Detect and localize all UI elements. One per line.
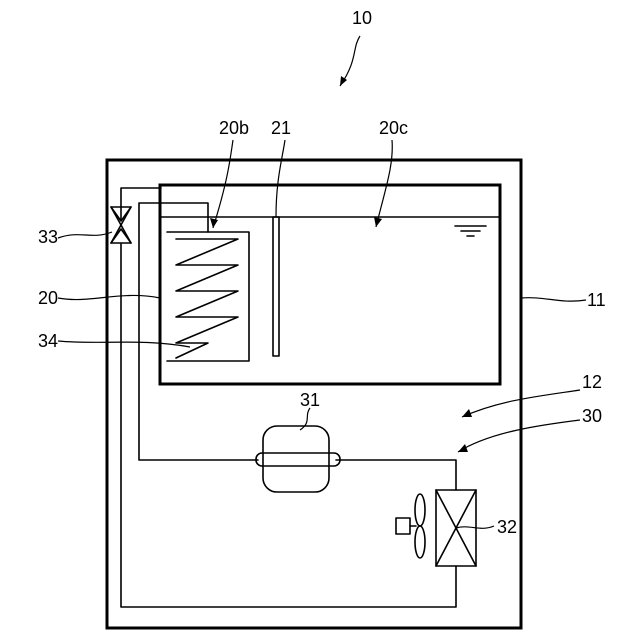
label-tank: 20: [38, 288, 58, 308]
label-refrigeration-circuit: 30: [582, 406, 602, 426]
label-partition: 21: [271, 118, 291, 138]
label-heat-exchange-tank: 20b: [219, 118, 249, 138]
label-compressor: 31: [300, 390, 320, 410]
label-water-tank: 20c: [379, 118, 408, 138]
label-condenser: 32: [497, 517, 517, 537]
water-level-symbol: [455, 226, 486, 236]
label-expansion-valve: 33: [38, 227, 58, 247]
tank-outline: [160, 185, 500, 384]
label-machine-room: 12: [582, 372, 602, 392]
label-system: 10: [352, 8, 372, 28]
condenser-fan: [396, 494, 425, 558]
label-evaporator-coil: 34: [38, 331, 58, 351]
partition-plate: [273, 217, 279, 356]
refrigerant-pipe-outer: [121, 188, 456, 607]
label-cabinet: 11: [587, 290, 606, 310]
evaporator-coil: [176, 239, 238, 358]
compressor: [256, 426, 340, 492]
leader-lines: [58, 36, 586, 528]
